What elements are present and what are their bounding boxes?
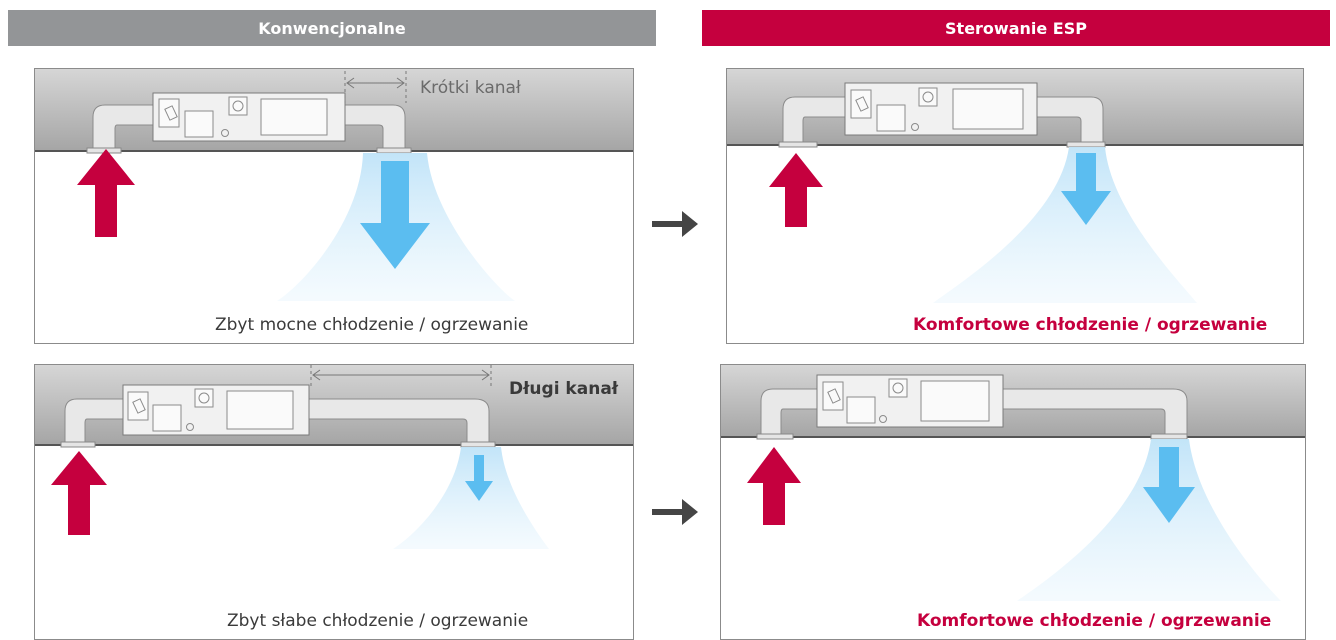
- result-caption: Komfortowe chłodzenie / ogrzewanie: [917, 611, 1272, 631]
- intake-grille: [756, 433, 794, 440]
- blue-down-arrow-icon: [360, 161, 430, 269]
- blue-down-arrow-icon: [465, 455, 493, 501]
- diagram-conventional-long: [35, 365, 633, 549]
- panel-esp-short-duct: Komfortowe chłodzenie / ogrzewanie: [726, 68, 1304, 344]
- duct-length-label: Długi kanał: [509, 379, 619, 399]
- blue-down-arrow-icon: [1061, 153, 1111, 225]
- panel-esp-long-duct: Komfortowe chłodzenie / ogrzewanie: [720, 364, 1306, 640]
- outlet-grille: [1066, 141, 1106, 148]
- diagram-conventional-short: [35, 69, 633, 301]
- red-up-arrow-icon: [769, 153, 823, 227]
- red-up-arrow-icon: [77, 149, 135, 237]
- panel-conventional-short-duct: Krótki kanał Zbyt mocne chłodzenie / ogr…: [34, 68, 634, 344]
- indoor-unit: [122, 384, 310, 436]
- result-caption: Komfortowe chłodzenie / ogrzewanie: [913, 315, 1268, 335]
- right-arrow-icon: [652, 211, 698, 237]
- duct-length-label: Krótki kanał: [420, 78, 521, 98]
- airflow-cone: [393, 447, 549, 549]
- outlet-grille: [1150, 433, 1188, 440]
- header-conventional: Konwencjonalne: [8, 10, 656, 46]
- blue-down-arrow-icon: [1143, 447, 1195, 523]
- diagram-esp-long: [721, 365, 1305, 601]
- diagram-esp-short: [727, 69, 1303, 303]
- indoor-unit: [152, 92, 346, 142]
- red-up-arrow-icon: [747, 447, 801, 525]
- intake-grille: [778, 141, 818, 148]
- panel-conventional-long-duct: Długi kanał Zbyt słabe chłodzenie / ogrz…: [34, 364, 634, 640]
- airflow-cone: [1017, 439, 1281, 601]
- right-arrow-icon: [652, 499, 698, 525]
- header-esp-control: Sterowanie ESP: [702, 10, 1330, 46]
- airflow-cone: [933, 147, 1197, 303]
- result-caption: Zbyt słabe chłodzenie / ogrzewanie: [227, 611, 529, 631]
- outlet-grille: [376, 147, 412, 154]
- red-up-arrow-icon: [51, 451, 107, 535]
- indoor-unit: [844, 82, 1038, 136]
- result-caption: Zbyt mocne chłodzenie / ogrzewanie: [215, 315, 529, 335]
- intake-grille: [60, 441, 96, 448]
- indoor-unit: [816, 374, 1004, 428]
- outlet-grille: [460, 441, 496, 448]
